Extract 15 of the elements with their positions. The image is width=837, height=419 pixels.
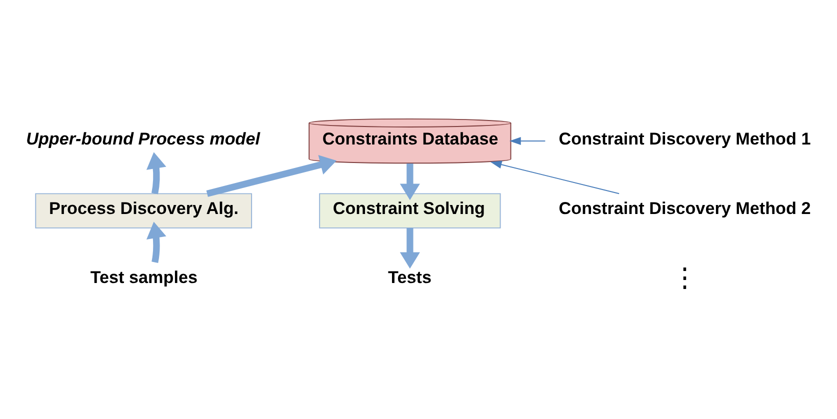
arrow (206, 154, 337, 196)
arrow (509, 136, 546, 145)
arrow (400, 162, 420, 200)
node-box: Constraint Solving (319, 192, 501, 228)
label: ⋮ (671, 262, 698, 292)
arrow (146, 221, 166, 262)
node-text: Constraint Discovery Method 1 (558, 128, 811, 148)
arrow (400, 228, 420, 268)
node-text: Tests (388, 268, 432, 287)
node-text: Constraint Discovery Method 2 (558, 198, 811, 218)
node-box: Process Discovery Alg. (35, 192, 252, 228)
node-text: Upper-bound Process model (26, 128, 260, 148)
arrow (490, 160, 620, 194)
node-text: Test samples (90, 268, 198, 287)
arrow (146, 152, 166, 194)
